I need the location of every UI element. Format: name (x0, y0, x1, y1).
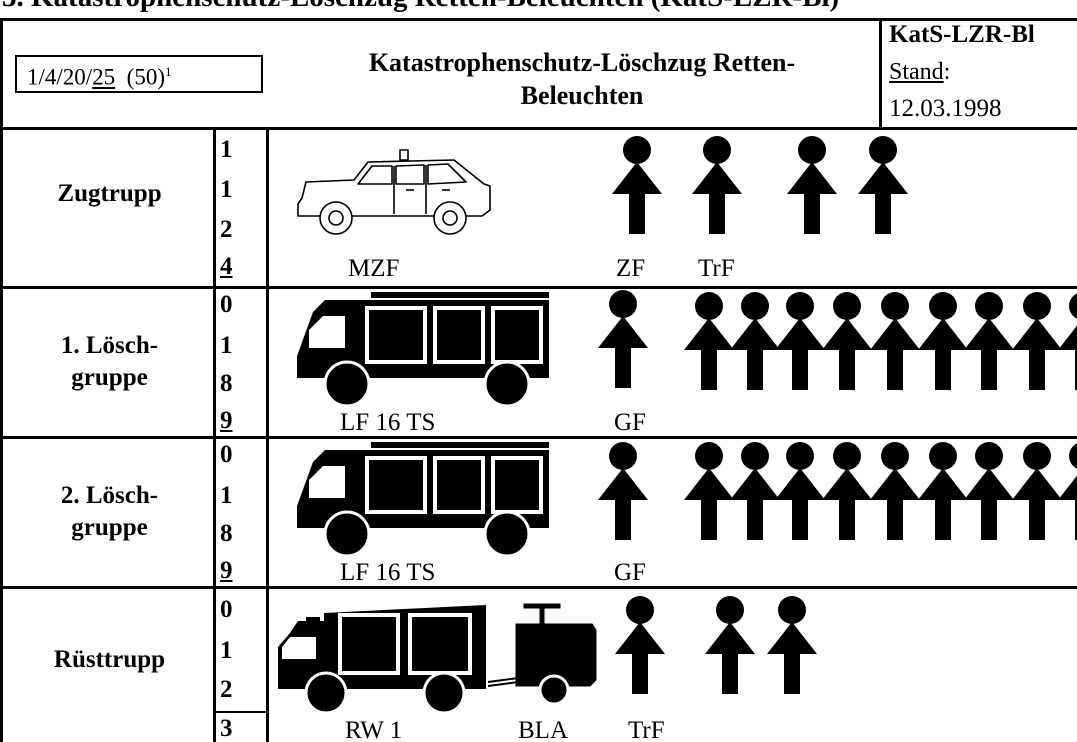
person-icon (1012, 440, 1062, 544)
fire-truck-icon (293, 290, 555, 408)
group-label-loeschgruppe-1: 1. Lösch- gruppe (8, 330, 211, 394)
person-icon (858, 134, 908, 238)
person-icon (730, 290, 780, 394)
digit-column-right (266, 128, 269, 742)
person-icon (964, 290, 1014, 394)
person-icon (822, 440, 872, 544)
header-divider (0, 127, 1077, 130)
role-label-gf: GF (614, 410, 646, 435)
strength-total: 9 (220, 558, 250, 583)
light-trailer-icon (486, 604, 598, 714)
vehicle-label-lf16ts: LF 16 TS (340, 410, 435, 435)
person-icon (775, 440, 825, 544)
person-icon (684, 290, 734, 394)
group-label-line: gruppe (8, 362, 211, 394)
digit-column-left (213, 128, 216, 742)
strength-total: 3 (220, 716, 250, 741)
row-divider-1 (0, 286, 1077, 289)
group-label-line: 1. Lösch- (8, 330, 211, 362)
group-label-loeschgruppe-2: 2. Lösch- gruppe (8, 480, 211, 544)
group-label-ruesttrupp: Rüsttrupp (8, 644, 211, 676)
strength-crew: 2 (220, 217, 250, 242)
role-label-trf: TrF (628, 718, 665, 742)
person-icon (705, 594, 755, 698)
group-label-zugtrupp: Zugtrupp (8, 178, 211, 210)
vehicle-label-lf16ts: LF 16 TS (340, 560, 435, 585)
row-divider-3 (0, 586, 1077, 589)
person-icon (870, 290, 920, 394)
stand-date: 12.03.1998 (889, 96, 1002, 121)
total-underline (216, 711, 267, 713)
role-label-trf: TrF (698, 256, 735, 281)
role-label-gf: GF (614, 560, 646, 585)
strength-crew: 8 (220, 371, 250, 396)
group-label-line: gruppe (8, 512, 211, 544)
strength-total: 4 (220, 254, 250, 279)
person-icon (730, 440, 780, 544)
group-label-line: 2. Lösch- (8, 480, 211, 512)
fire-truck-icon (276, 603, 490, 715)
vehicle-label-rw1: RW 1 (345, 718, 402, 742)
group-label-line: Zugtrupp (8, 178, 211, 210)
command-car-icon (296, 146, 496, 246)
stand-label: Stand: (889, 60, 950, 84)
person-icon (918, 440, 968, 544)
person-icon (822, 290, 872, 394)
strength-subofficers: 1 (220, 333, 250, 358)
person-icon (918, 290, 968, 394)
row-divider-2 (0, 436, 1077, 439)
document-title: 3. Katastrophenschutz-Löschzug Retten-Be… (2, 0, 839, 12)
group-label-line: Rüsttrupp (8, 644, 211, 676)
person-icon (1058, 440, 1077, 544)
fire-truck-icon (293, 440, 555, 558)
person-icon (1058, 290, 1077, 394)
strength-officers: 0 (220, 442, 250, 467)
unit-short-code: KatS-LZR-Bl (889, 22, 1035, 47)
person-icon (775, 290, 825, 394)
strength-officers: 0 (220, 292, 250, 317)
person-icon (787, 134, 837, 238)
person-icon (964, 440, 1014, 544)
strength-subofficers: 1 (220, 638, 250, 663)
unit-title: Katastrophenschutz-Löschzug Retten- Bele… (282, 46, 882, 112)
unit-title-line-2: Beleuchten (282, 79, 882, 112)
person-icon (1012, 290, 1062, 394)
strength-officers: 1 (220, 137, 250, 162)
person-icon (615, 594, 665, 698)
strength-total: 9 (220, 408, 250, 433)
person-icon (870, 440, 920, 544)
strength-subofficers: 1 (220, 483, 250, 508)
person-icon (598, 440, 648, 544)
vehicle-label-mzf: MZF (348, 256, 399, 281)
vehicle-label-bla: BLA (518, 718, 568, 742)
person-icon (612, 134, 662, 238)
strength-crew: 2 (220, 677, 250, 702)
person-icon (767, 594, 817, 698)
unit-title-line-1: Katastrophenschutz-Löschzug Retten- (282, 46, 882, 79)
strength-subofficers: 1 (220, 177, 250, 202)
unit-code: 1/4/20/25 (50)1 (27, 65, 172, 89)
strength-officers: 0 (220, 597, 250, 622)
person-icon (684, 440, 734, 544)
role-label-zf: ZF (616, 256, 645, 281)
person-icon (692, 134, 742, 238)
strength-crew: 8 (220, 521, 250, 546)
person-icon (598, 288, 648, 392)
